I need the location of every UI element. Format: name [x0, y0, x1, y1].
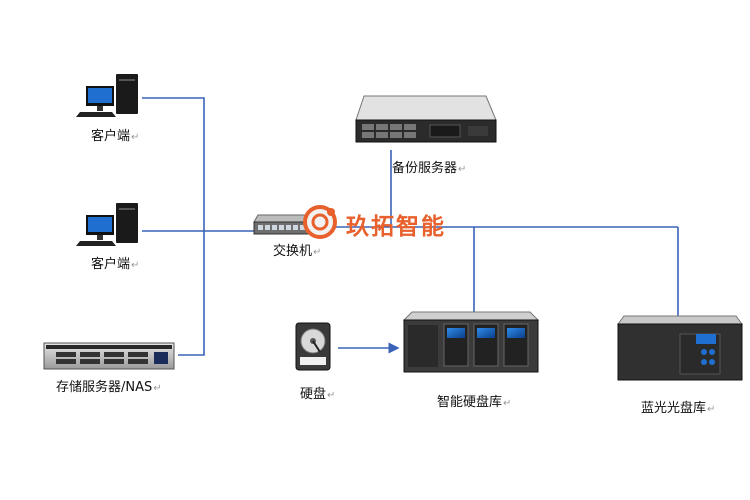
paragraph-mark: ↵	[458, 164, 467, 175]
label-client-1: 客户端↵	[91, 125, 139, 144]
connection-lines	[142, 97, 679, 356]
paragraph-mark: ↵	[707, 404, 716, 415]
hard-disk	[295, 322, 331, 371]
paragraph-mark: ↵	[131, 260, 140, 271]
paragraph-mark: ↵	[313, 247, 322, 258]
label-smart-disk-library-text: 智能硬盘库	[437, 395, 503, 410]
label-backup-server-text: 备份服务器	[392, 161, 458, 176]
label-switch: 交换机↵	[273, 240, 321, 259]
paragraph-mark: ↵	[327, 390, 336, 401]
label-hard-disk-text: 硬盘	[300, 387, 327, 402]
label-bluray-library-text: 蓝光光盘库	[641, 401, 707, 416]
brand-logo-icon	[303, 205, 337, 239]
label-switch-text: 交换机	[273, 244, 313, 259]
line-client1-trunk	[142, 97, 205, 356]
label-client-2: 客户端↵	[91, 253, 139, 272]
bluray-disc-library	[617, 315, 743, 381]
paragraph-mark: ↵	[153, 383, 162, 394]
label-storage-nas-text: 存储服务器/NAS	[56, 380, 153, 395]
storage-server-nas	[43, 342, 175, 370]
smart-disk-library	[402, 311, 540, 373]
label-client-2-text: 客户端	[91, 257, 131, 272]
label-bluray-library: 蓝光光盘库↵	[641, 397, 715, 416]
brand-watermark-text: 玖拓智能	[346, 214, 446, 240]
label-backup-server: 备份服务器↵	[392, 157, 466, 176]
paragraph-mark: ↵	[503, 398, 512, 409]
backup-server	[355, 95, 497, 143]
label-storage-nas: 存储服务器/NAS↵	[56, 376, 162, 395]
label-client-1-text: 客户端	[91, 129, 131, 144]
label-hard-disk: 硬盘↵	[300, 383, 335, 402]
client-pc-1	[76, 74, 138, 117]
paragraph-mark: ↵	[131, 132, 140, 143]
label-smart-disk-library: 智能硬盘库↵	[437, 391, 511, 410]
client-pc-2	[76, 203, 138, 246]
